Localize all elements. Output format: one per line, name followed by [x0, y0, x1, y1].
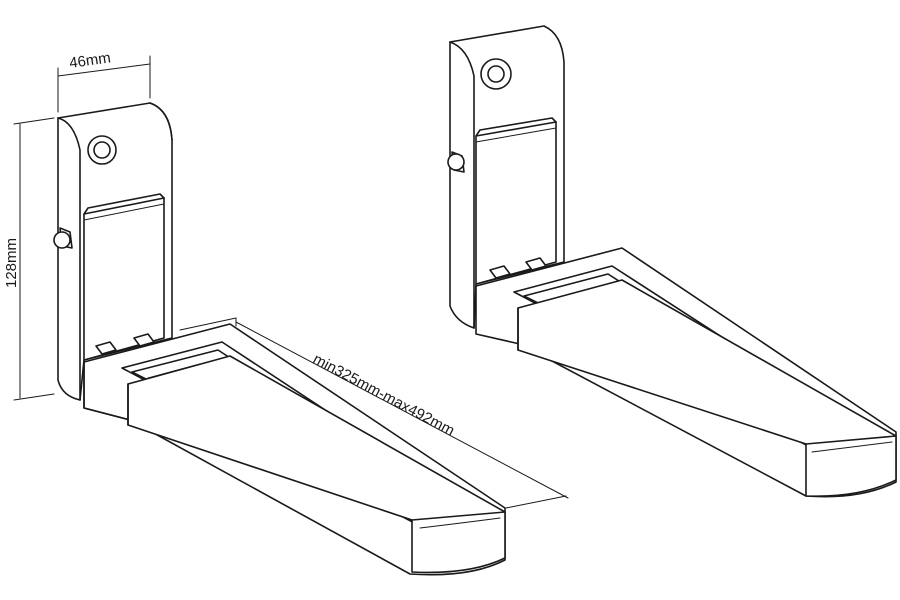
height-label: 128mm: [3, 238, 20, 288]
left-pad-1: [95, 341, 117, 355]
left-mounting-hole: [87, 135, 117, 165]
left-arm-extension: [127, 355, 506, 574]
right-pad-2: [525, 257, 547, 271]
right-side-screw: [447, 153, 465, 171]
left-side-screw: [53, 231, 71, 249]
dimension-height: 128mm: [3, 117, 55, 401]
width-label: 46mm: [68, 49, 112, 72]
left-pad-2: [133, 333, 155, 347]
dimension-width: 46mm: [57, 49, 151, 113]
right-inner-plate: [475, 121, 557, 285]
right-bracket: [447, 25, 897, 498]
right-arm-extension: [517, 279, 897, 497]
right-pad-1: [489, 265, 511, 279]
left-inner-plate: [83, 197, 165, 361]
left-bracket: [53, 102, 506, 576]
right-mounting-hole: [480, 58, 512, 90]
